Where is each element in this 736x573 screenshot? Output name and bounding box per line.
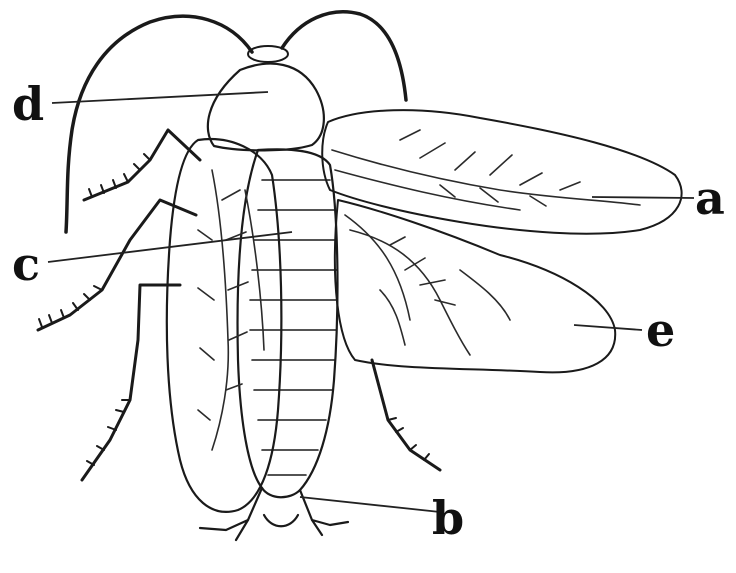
label-a: a [695,171,725,225]
labels: a b c d e [12,77,725,545]
forewing-right [322,110,681,234]
legs-left [38,130,200,480]
label-b: b [432,491,464,545]
leader-line-d [52,92,268,103]
leader-line-a [592,197,694,198]
legs-right [372,360,440,470]
forewing-left [167,139,282,512]
leader-line-e [574,325,642,330]
label-e: e [646,303,675,357]
abdomen [238,149,338,497]
hind-wing [335,200,615,372]
label-c: c [12,237,40,291]
label-d: d [12,77,44,131]
leader-line-b [300,497,440,512]
head-pronotum [208,46,324,150]
